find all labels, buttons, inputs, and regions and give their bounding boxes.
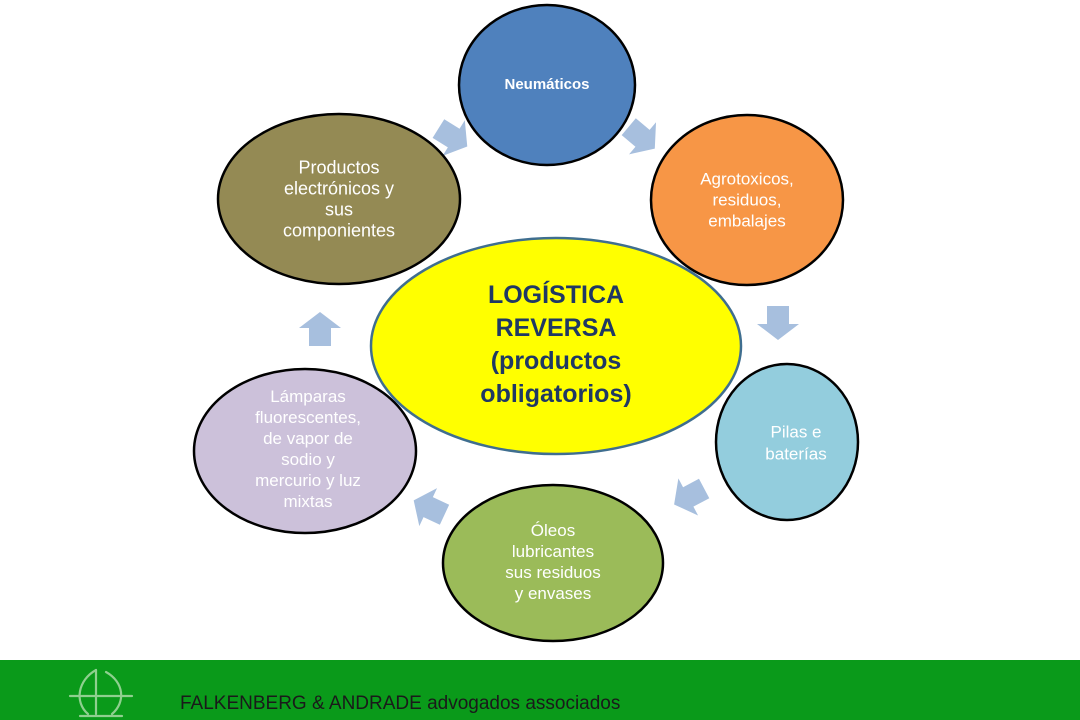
footer-bar: FALKENBERG & ANDRADE advogados associado… — [0, 660, 1080, 720]
node-electronicos-line: Productos — [298, 157, 379, 177]
node-agrotoxicos-line: embalajes — [708, 211, 786, 230]
node-oleos-line: Óleos — [531, 521, 575, 540]
center-line: (productos — [491, 347, 622, 375]
node-oleos-line: sus residuos — [505, 563, 600, 582]
node-oleos-line: y envases — [515, 584, 592, 603]
node-electronicos-line: componientes — [283, 220, 395, 240]
arrow-lamparas-to-electronicos — [299, 312, 341, 346]
arrow-electronicos-to-neumaticos — [432, 119, 468, 156]
node-agrotoxicos: Agrotoxicos, residuos, embalajes — [649, 113, 845, 287]
reverse-logistics-diagram: Neumáticos Agrotoxicos, residuos, embalaje… — [192, 3, 860, 643]
node-lamparas-line: mixtas — [283, 492, 332, 511]
node-agrotoxicos-label: Agrotoxicos, residuos, embalajes — [700, 169, 794, 230]
node-oleos-line: lubricantes — [512, 542, 594, 561]
node-lamparas-line: Lámparas — [270, 387, 346, 406]
node-neumaticos-label: Neumáticos — [504, 76, 589, 93]
node-oleos: Óleos lubricantes sus residuos y envases — [441, 483, 665, 643]
node-neumaticos-line: Neumáticos — [504, 76, 589, 93]
footer-firm-name: FALKENBERG & ANDRADE advogados associado… — [180, 693, 621, 714]
node-pilas-label: Pilas e baterías — [765, 422, 826, 463]
center-line: obligatorios) — [480, 380, 631, 408]
node-pilas-line: Pilas e — [770, 422, 821, 441]
node-neumaticos: Neumáticos — [457, 3, 637, 167]
node-lamparas: Lámparas fluorescentes, de vapor de sodio y… — [192, 367, 418, 535]
cycle-arrows — [299, 118, 799, 527]
node-pilas-line: baterías — [765, 444, 826, 463]
center-line: LOGÍSTICA — [488, 280, 624, 309]
center-label: LOGÍSTICA REVERSA (productos obligatorios) — [480, 280, 631, 408]
node-electronicos-line: sus — [325, 199, 353, 219]
node-electronicos-line: electrónicos y — [284, 178, 394, 198]
arrow-neumaticos-to-agrotoxicos — [621, 118, 657, 155]
node-lamparas-line: de vapor de — [263, 429, 353, 448]
node-lamparas-label: Lámparas fluorescentes, de vapor de sodio y… — [255, 387, 361, 511]
node-center: LOGÍSTICA REVERSA (productos obligatorios) — [369, 236, 743, 456]
arrow-oleos-to-lamparas — [413, 488, 450, 527]
node-agrotoxicos-line: Agrotoxicos, — [700, 169, 794, 188]
arrow-pilas-to-oleos — [674, 478, 710, 516]
center-line: REVERSA — [496, 314, 617, 342]
node-pilas: Pilas e baterías — [714, 362, 860, 522]
firm-logo-icon — [68, 668, 134, 718]
node-agrotoxicos-line: residuos, — [713, 190, 782, 209]
node-oleos-label: Óleos lubricantes sus residuos y envases — [505, 521, 600, 603]
node-lamparas-line: mercurio y luz — [255, 471, 361, 490]
node-lamparas-line: sodio y — [281, 450, 335, 469]
arrow-agrotoxicos-to-pilas — [757, 306, 799, 340]
node-lamparas-line: fluorescentes, — [255, 408, 361, 427]
